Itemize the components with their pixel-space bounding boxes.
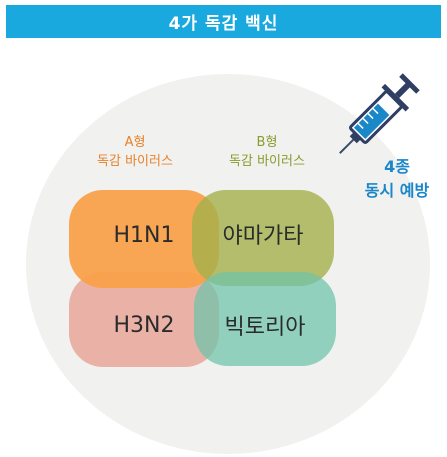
type-b-line2: 독감 바이러스	[229, 154, 305, 169]
prevention-line1: 4종	[384, 157, 410, 176]
strain-h1n1-label: H1N1	[113, 222, 175, 248]
strain-h3n2-label: H3N2	[113, 313, 175, 338]
type-b-line1: B형	[256, 135, 278, 150]
type-a-line2: 독감 바이러스	[97, 154, 173, 169]
strain-yamagata: 야마가타	[192, 190, 334, 286]
strain-victoria-label: 빅토리아	[224, 315, 306, 340]
prevention-line2: 동시 예방	[364, 181, 430, 200]
simultaneous-prevention-label: 4종 동시 예방	[352, 155, 442, 203]
syringe-icon	[339, 73, 420, 154]
strain-yamagata-label: 야마가타	[222, 224, 304, 249]
diagram-title: 4가 독감 백신	[168, 14, 279, 34]
strain-victoria: 빅토리아	[194, 272, 336, 366]
type-b-label: B형 독감 바이러스	[205, 133, 329, 171]
type-a-label: A형 독감 바이러스	[75, 133, 195, 171]
type-a-line1: A형	[124, 135, 146, 150]
title-bar: 4가 독감 백신	[6, 5, 441, 38]
